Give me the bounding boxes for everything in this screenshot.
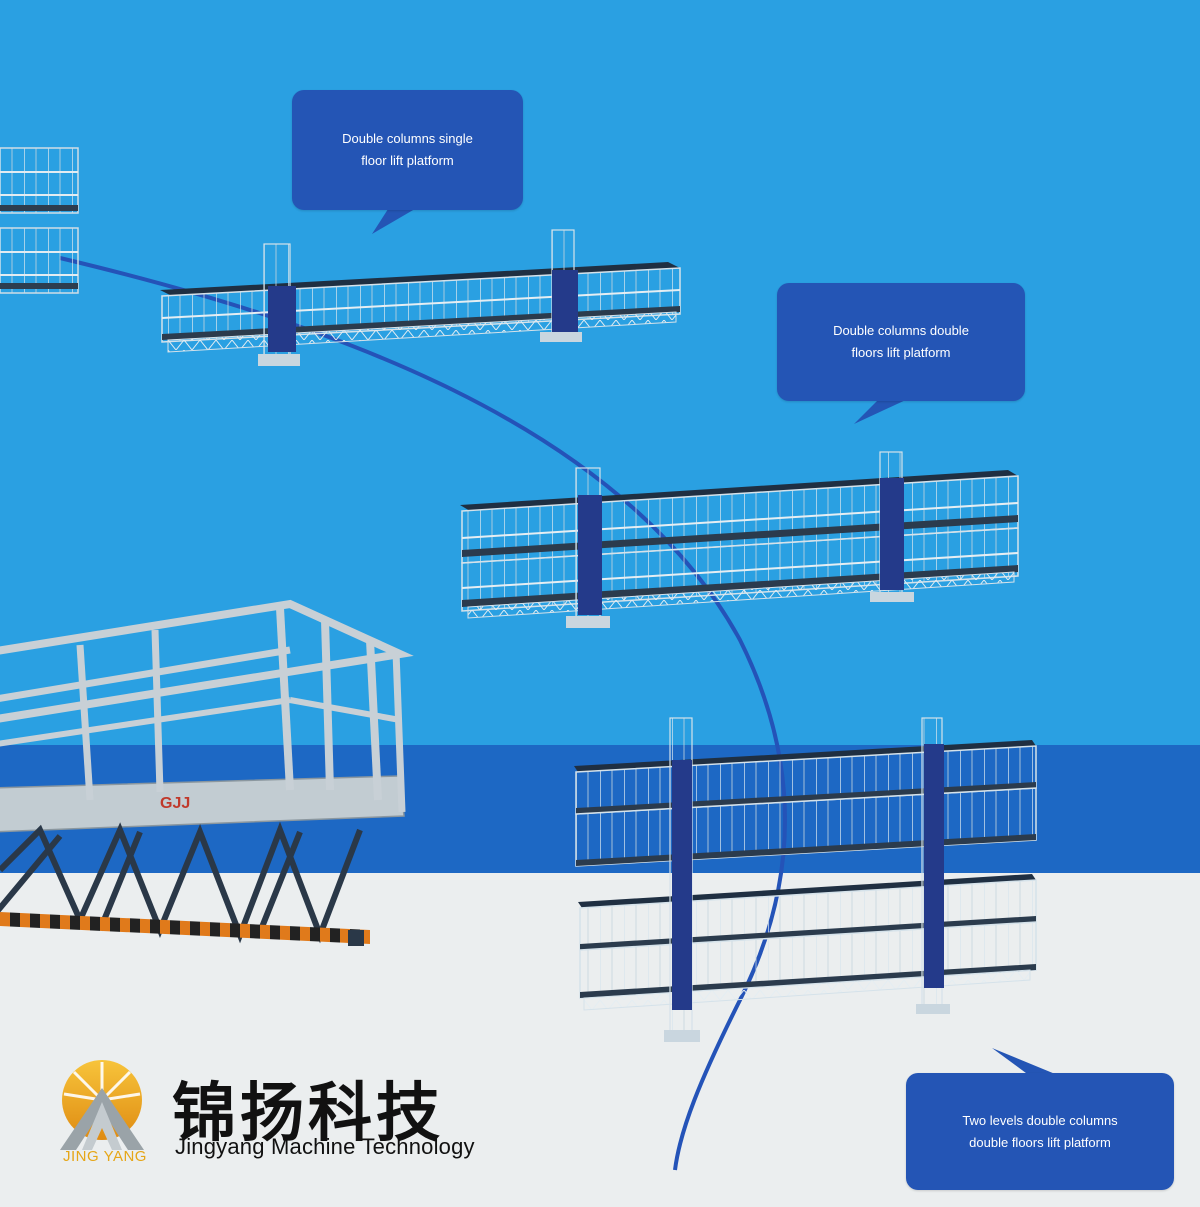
logo-caption: JING YANG xyxy=(63,1148,147,1165)
callout-double-floors: Double columns double floors lift platfo… xyxy=(777,283,1025,401)
callout-tail-2 xyxy=(854,398,910,424)
callout-two-levels-line-1: Two levels double columns xyxy=(962,1112,1118,1128)
jingyang-logo xyxy=(52,1058,162,1170)
brand-english-name: Jingyang Machine Technology xyxy=(175,1134,475,1159)
two-level-platform xyxy=(574,717,1037,1042)
callout-single-floor-line-2: floor lift platform xyxy=(361,153,454,168)
callout-two-levels: Two levels double columns double floors … xyxy=(906,1073,1174,1190)
left-edge-platforms xyxy=(0,147,79,294)
callout-single-floor-line-1: Double columns single xyxy=(342,131,473,146)
callout-two-levels-line-2: double floors lift platform xyxy=(969,1134,1111,1150)
callout-double-floors-line-1: Double columns double xyxy=(833,323,969,338)
brand-chinese-name: 锦扬科技 xyxy=(172,1077,444,1151)
callout-tail-1 xyxy=(372,206,420,234)
closeup-logo-mark: GJJ xyxy=(160,795,190,812)
single-floor-platform xyxy=(160,229,681,366)
connecting-arc xyxy=(59,256,787,1171)
callout-double-floors-line-2: floors lift platform xyxy=(851,345,951,360)
callout-tail-3 xyxy=(992,1048,1060,1076)
callout-single-floor: Double columns single floor lift platfor… xyxy=(292,90,523,210)
closeup-platform: GJJ xyxy=(0,599,414,946)
double-floor-platform xyxy=(460,451,1019,628)
jingyang-logo-icon xyxy=(60,1060,144,1150)
closeup-truss xyxy=(0,821,363,944)
